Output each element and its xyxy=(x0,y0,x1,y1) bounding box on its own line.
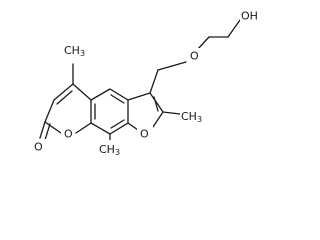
bond xyxy=(72,83,92,101)
lactone-ring-oxygen-label: O xyxy=(64,128,73,141)
methyl-furan-subscript: 3 xyxy=(197,115,202,124)
bond xyxy=(110,119,125,129)
bond-skeleton xyxy=(39,19,241,151)
methyl-c5-label: CH3 xyxy=(64,44,85,58)
methyl-c9-main: CH xyxy=(99,143,115,156)
ether-oxygen-label: O xyxy=(190,50,199,63)
bond xyxy=(149,69,159,94)
hydroxyl-label: OH xyxy=(241,10,258,23)
bond xyxy=(44,123,51,141)
bond xyxy=(75,122,92,134)
bond xyxy=(162,111,181,115)
bond xyxy=(109,88,129,101)
furan-oxygen-label: O xyxy=(140,128,149,141)
bond xyxy=(109,122,129,135)
carbonyl-oxygen-label: O xyxy=(34,141,43,154)
atom-labels: OH O CH3 O O O CH3 CH3 xyxy=(32,8,262,158)
bond xyxy=(152,111,164,128)
bond xyxy=(90,122,111,135)
bond xyxy=(53,83,74,101)
methyl-c9-subscript: 3 xyxy=(115,148,120,157)
bond xyxy=(44,121,62,134)
methyl-furan-main: CH xyxy=(181,110,197,123)
bond xyxy=(153,96,159,112)
bond xyxy=(149,92,164,113)
bond xyxy=(56,90,73,105)
bond xyxy=(127,122,139,131)
bond xyxy=(196,36,210,51)
bond xyxy=(90,88,111,101)
bond xyxy=(110,94,125,104)
chemical-structure: OH O CH3 O O O CH3 CH3 xyxy=(32,8,262,158)
methyl-c5-main: CH xyxy=(64,44,80,57)
methyl-furan-label: CH3 xyxy=(181,110,202,124)
bond xyxy=(44,99,55,123)
methyl-c9-label: CH3 xyxy=(99,143,120,157)
bond xyxy=(157,61,187,71)
bond xyxy=(227,19,241,38)
bond xyxy=(127,92,151,101)
methyl-c5-subscript: 3 xyxy=(80,49,85,58)
bond xyxy=(39,121,46,139)
